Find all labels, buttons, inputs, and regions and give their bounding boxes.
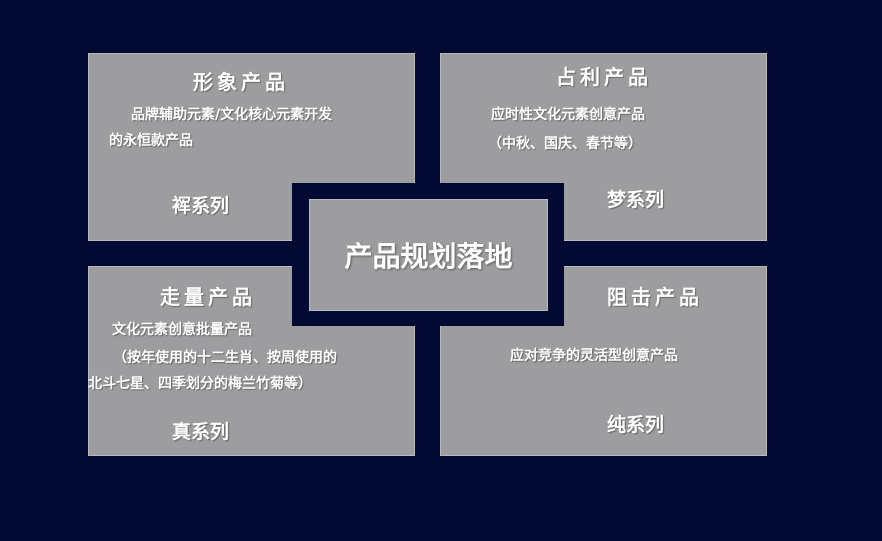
- bottom-right-desc-line1: 应对竞争的灵活型创意产品: [510, 348, 678, 364]
- top-left-desc-line1: 品牌辅助元素/文化核心元素开发: [131, 107, 333, 123]
- top-right-desc-line1: 应时性文化元素创意产品: [491, 107, 645, 123]
- bottom-right-series: 纯系列: [607, 414, 665, 436]
- bottom-right-title: 阻击产品: [607, 285, 703, 309]
- center-label: 产品规划落地: [344, 240, 513, 273]
- top-left-series: 裈系列: [172, 195, 230, 217]
- panel-bottom-right: [440, 266, 767, 456]
- top-left-title: 形象产品: [193, 70, 289, 94]
- bottom-left-desc-line2: （按年使用的十二生肖、按周使用的: [113, 350, 337, 366]
- bottom-left-series: 真系列: [172, 421, 230, 443]
- top-right-title: 占利产品: [556, 65, 652, 89]
- top-right-desc-line2: （中秋、国庆、春节等）: [488, 136, 642, 152]
- center-box: 产品规划落地: [309, 199, 548, 311]
- top-left-desc-line2: 的永恒款产品: [109, 133, 193, 149]
- bottom-left-desc-line3: 北斗七星、四季划分的梅兰竹菊等）: [88, 376, 312, 392]
- bottom-left-title: 走量产品: [160, 285, 256, 309]
- top-right-series: 梦系列: [607, 189, 665, 211]
- bottom-left-desc-line1: 文化元素创意批量产品: [112, 322, 252, 338]
